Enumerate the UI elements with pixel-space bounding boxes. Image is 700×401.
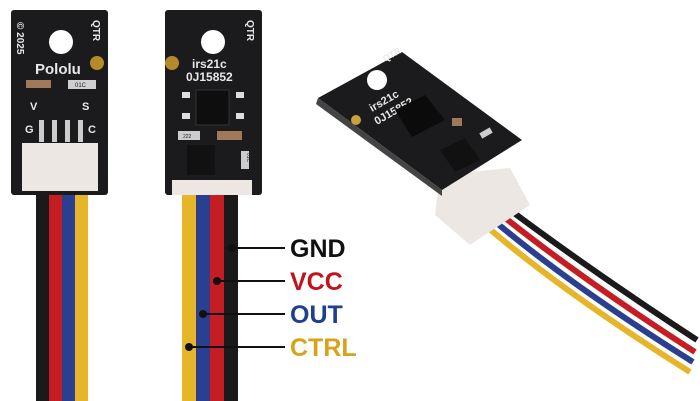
mounting-hole <box>367 70 387 90</box>
label-gnd: GND <box>290 235 346 263</box>
connector <box>435 168 530 245</box>
back-wires <box>182 190 238 401</box>
wire-labels: GND VCC OUT CTRL <box>185 235 357 362</box>
part-name: irs21c <box>192 57 227 71</box>
board-angled: QTR irs21c 0J15852 <box>316 45 699 375</box>
connector <box>22 143 98 191</box>
resistor-code: 222 <box>183 134 192 140</box>
pin-label-s: S <box>82 101 89 113</box>
gold-pad <box>165 56 179 70</box>
serial-number: 0J15852 <box>186 70 233 84</box>
pin-label-c: C <box>88 124 96 136</box>
model-tag: QTR <box>244 20 255 42</box>
label-vcc: VCC <box>290 268 343 296</box>
label-ctrl: CTRL <box>290 334 357 362</box>
angled-wires <box>483 204 699 375</box>
ir-sensor <box>195 89 230 126</box>
mounting-hole <box>201 30 225 54</box>
ic-chip <box>187 145 215 175</box>
resistor-code: 01C <box>75 83 87 89</box>
mounting-hole <box>49 30 73 54</box>
resistor-code: 01C <box>245 153 251 163</box>
board-back: QTR irs21c 0J15852 222 01C <box>165 10 262 401</box>
pin-label-g: G <box>25 124 34 136</box>
ic-chip <box>440 138 480 172</box>
front-wires <box>36 190 88 401</box>
label-out: OUT <box>290 301 343 329</box>
copyright-text: © 2025 <box>14 22 25 55</box>
brand-logo-text: Pololu <box>35 61 81 78</box>
model-tag: QTR <box>90 20 101 42</box>
gold-pad <box>351 115 361 125</box>
pin-label-v: V <box>30 101 38 113</box>
gold-pad <box>90 56 104 70</box>
board-front: © 2025 QTR Pololu V S G C 01C <box>11 10 108 401</box>
ir-sensor <box>395 95 445 137</box>
